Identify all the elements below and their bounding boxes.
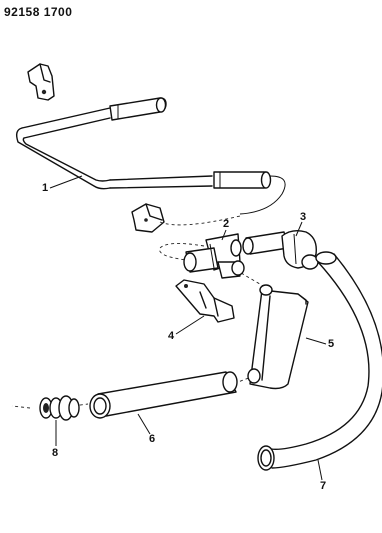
tube-clip bbox=[131, 203, 165, 233]
mounting-clip-top bbox=[27, 63, 55, 101]
callout-6: 6 bbox=[149, 433, 156, 445]
valve-part-3 bbox=[242, 229, 319, 270]
bracket-part-4 bbox=[175, 279, 235, 323]
canister-part-5 bbox=[247, 284, 309, 390]
callout-3: 3 bbox=[300, 211, 307, 223]
hose-part-6 bbox=[89, 371, 238, 419]
tube-assembly-part-1 bbox=[15, 97, 286, 215]
callout-7: 7 bbox=[320, 480, 327, 492]
hose-part-7 bbox=[257, 251, 382, 471]
callout-4: 4 bbox=[168, 330, 175, 342]
grommet-part-8 bbox=[39, 395, 80, 421]
leader-lines bbox=[49, 175, 327, 481]
diagram-part-number: 92158 1700 bbox=[4, 5, 73, 19]
callout-1: 1 bbox=[42, 182, 49, 194]
callout-2: 2 bbox=[223, 218, 230, 230]
t-connector-part-2 bbox=[183, 233, 245, 279]
callout-8: 8 bbox=[52, 447, 59, 459]
callout-5: 5 bbox=[328, 338, 335, 350]
